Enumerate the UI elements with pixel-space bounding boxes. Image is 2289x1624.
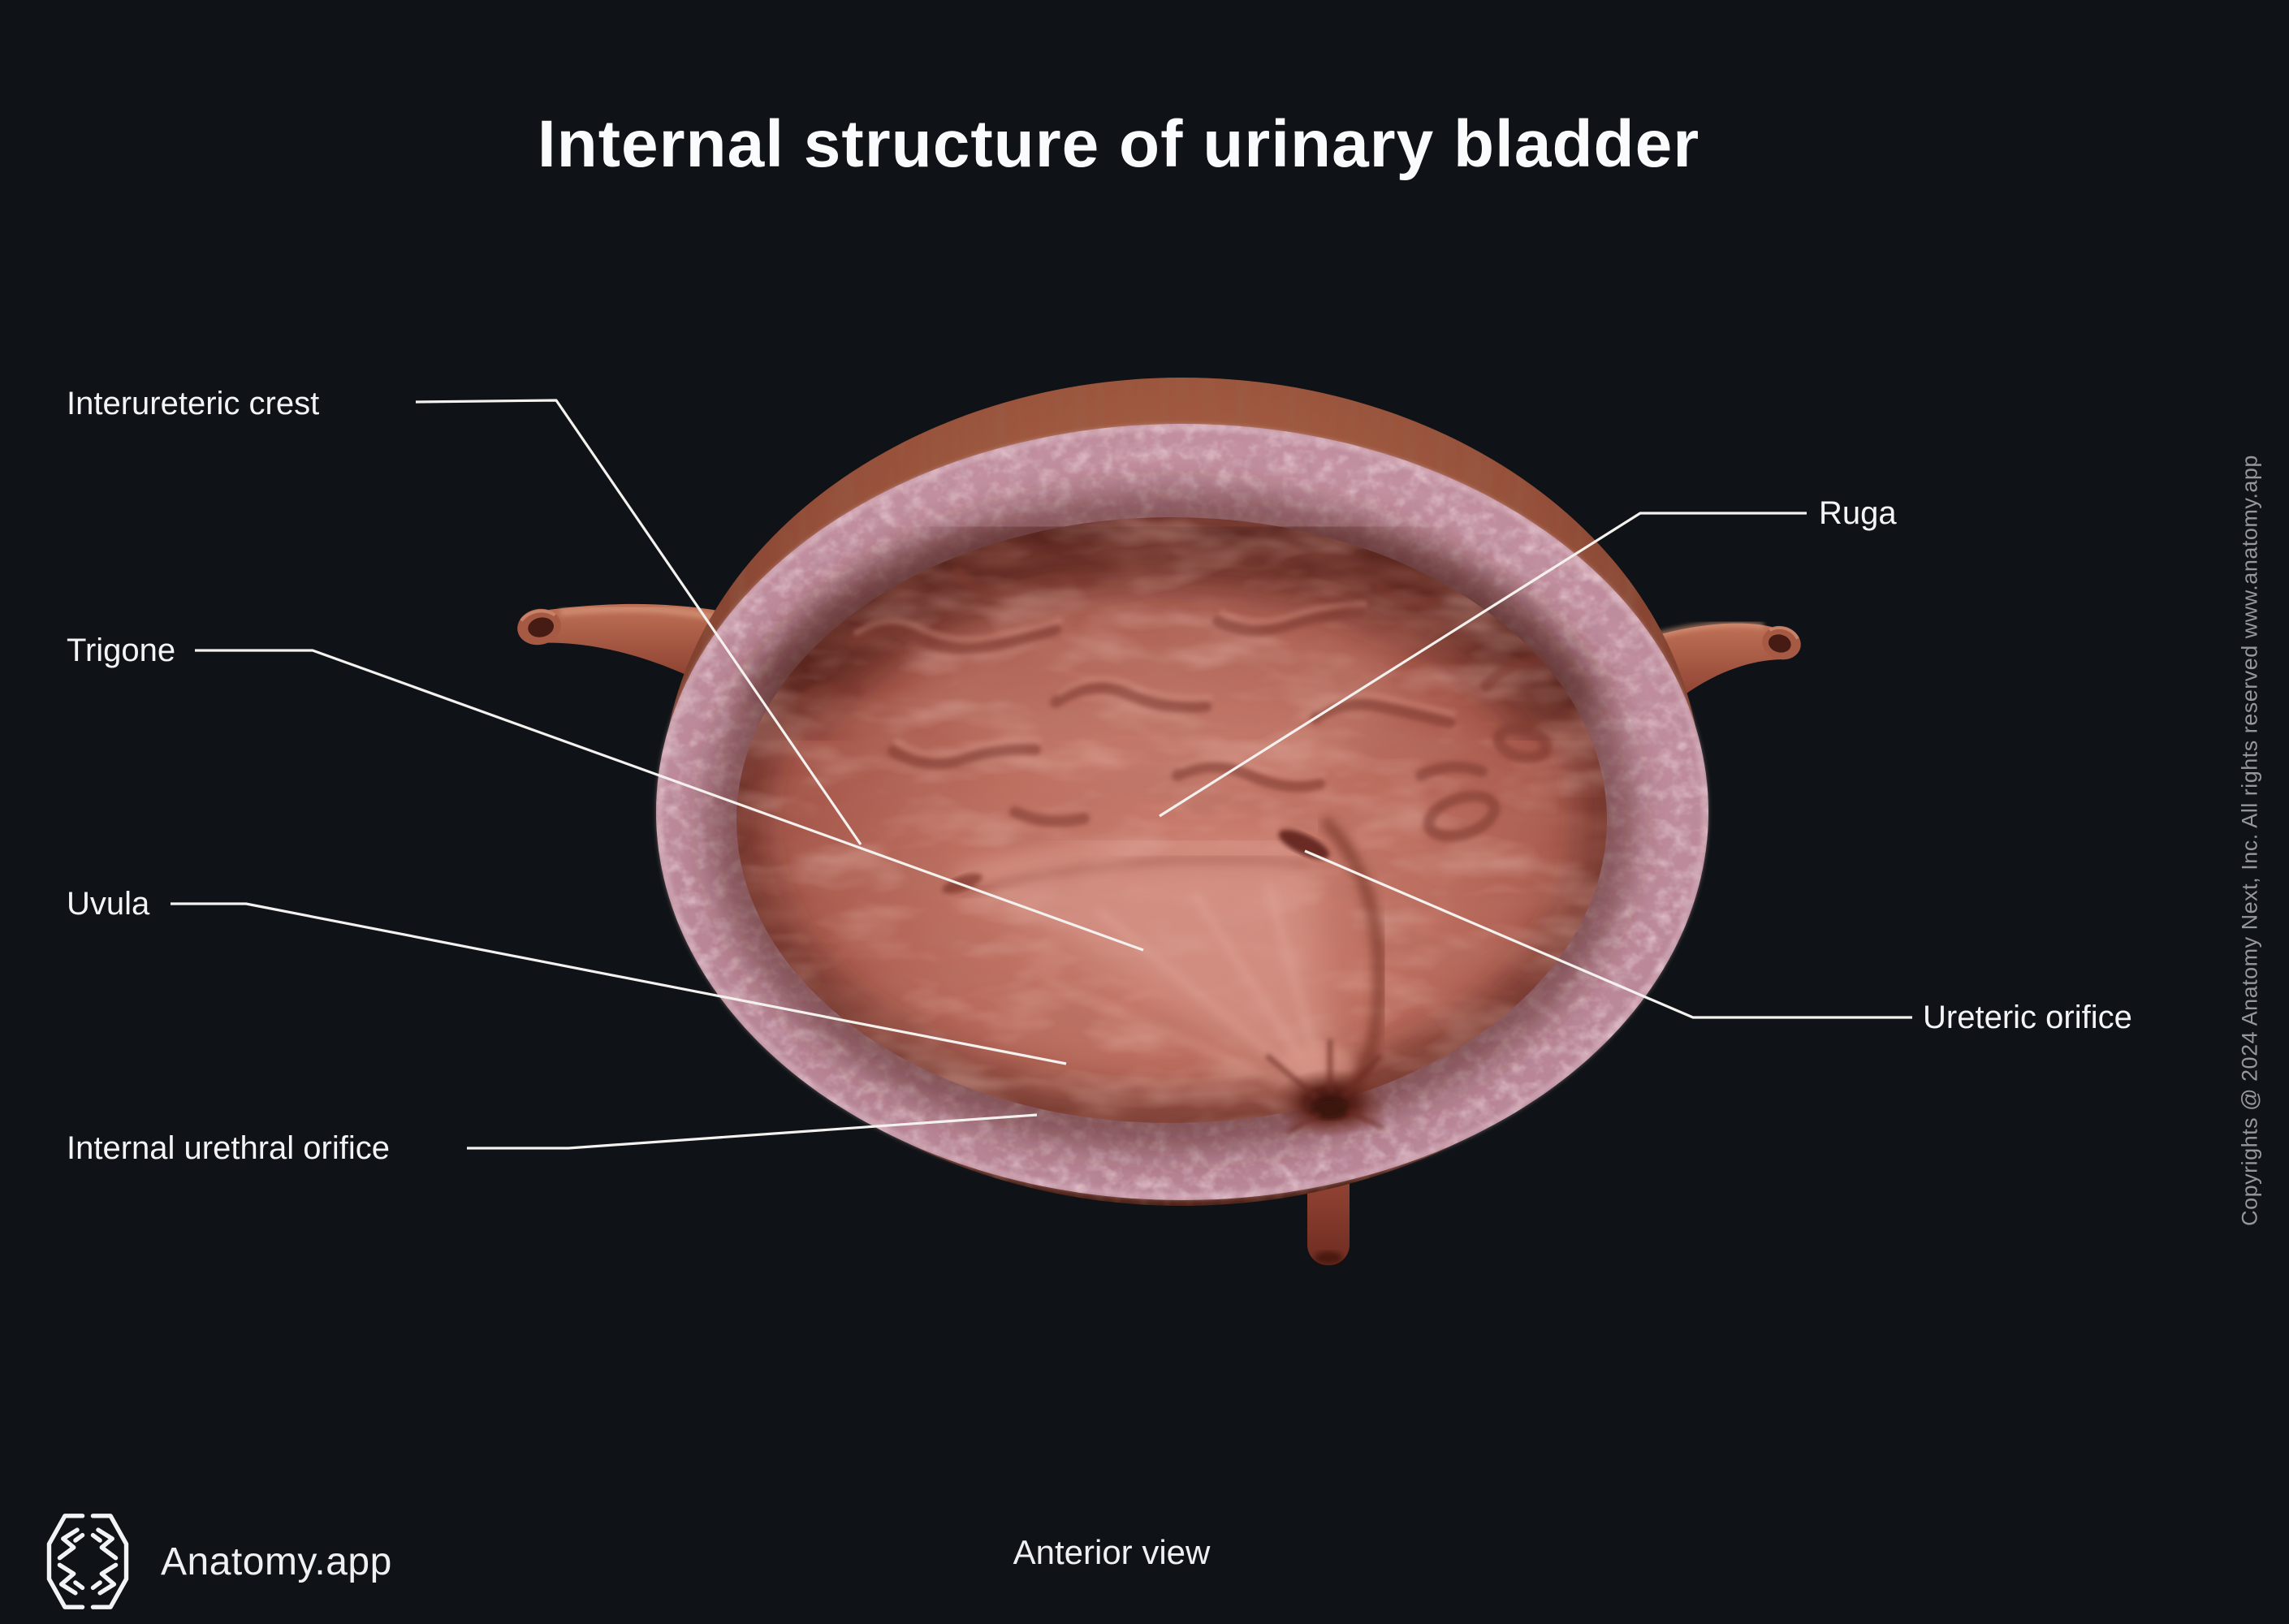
leader-ureteric-orifice <box>1304 849 1912 1019</box>
label-internal-urethral-orifice[interactable]: Internal urethral orifice <box>67 1130 390 1166</box>
brain-hexagon-icon <box>46 1514 129 1609</box>
leader-ruga <box>1159 512 1807 818</box>
leader-interureteric-crest <box>415 399 862 845</box>
anatomy-app-logo[interactable]: Anatomy.app <box>44 1512 392 1611</box>
brand-name: Anatomy.app <box>161 1540 392 1583</box>
label-uvula[interactable]: Uvula <box>67 886 150 922</box>
right-ureteric-orifice <box>1278 829 1330 860</box>
label-ureteric-orifice[interactable]: Ureteric orifice <box>1923 1000 2132 1035</box>
right-ureter-opening <box>1762 625 1801 660</box>
leader-internal-urethral-orifice <box>467 1113 1038 1150</box>
external-urethral-cut-end <box>1315 1251 1342 1264</box>
trigone-region <box>958 846 1338 1111</box>
left-ureter-opening <box>517 608 561 646</box>
label-ruga[interactable]: Ruga <box>1819 495 1897 531</box>
converging-pleats <box>1264 1039 1386 1136</box>
copyright-notice: Copyrights @ 2024 Anatomy Next, Inc. All… <box>2237 455 2262 1226</box>
leader-uvula <box>171 902 1067 1065</box>
label-interureteric-crest[interactable]: Interureteric crest <box>67 386 320 421</box>
view-caption: Anterior view <box>1013 1533 1211 1571</box>
page-title: Internal structure of urinary bladder <box>537 106 1700 181</box>
leader-trigone <box>195 649 1144 952</box>
rugae-folds <box>794 567 1553 842</box>
rugae-highlights <box>853 601 1457 781</box>
interureteric-crest-ridge <box>955 833 1311 892</box>
label-trigone[interactable]: Trigone <box>67 633 176 668</box>
